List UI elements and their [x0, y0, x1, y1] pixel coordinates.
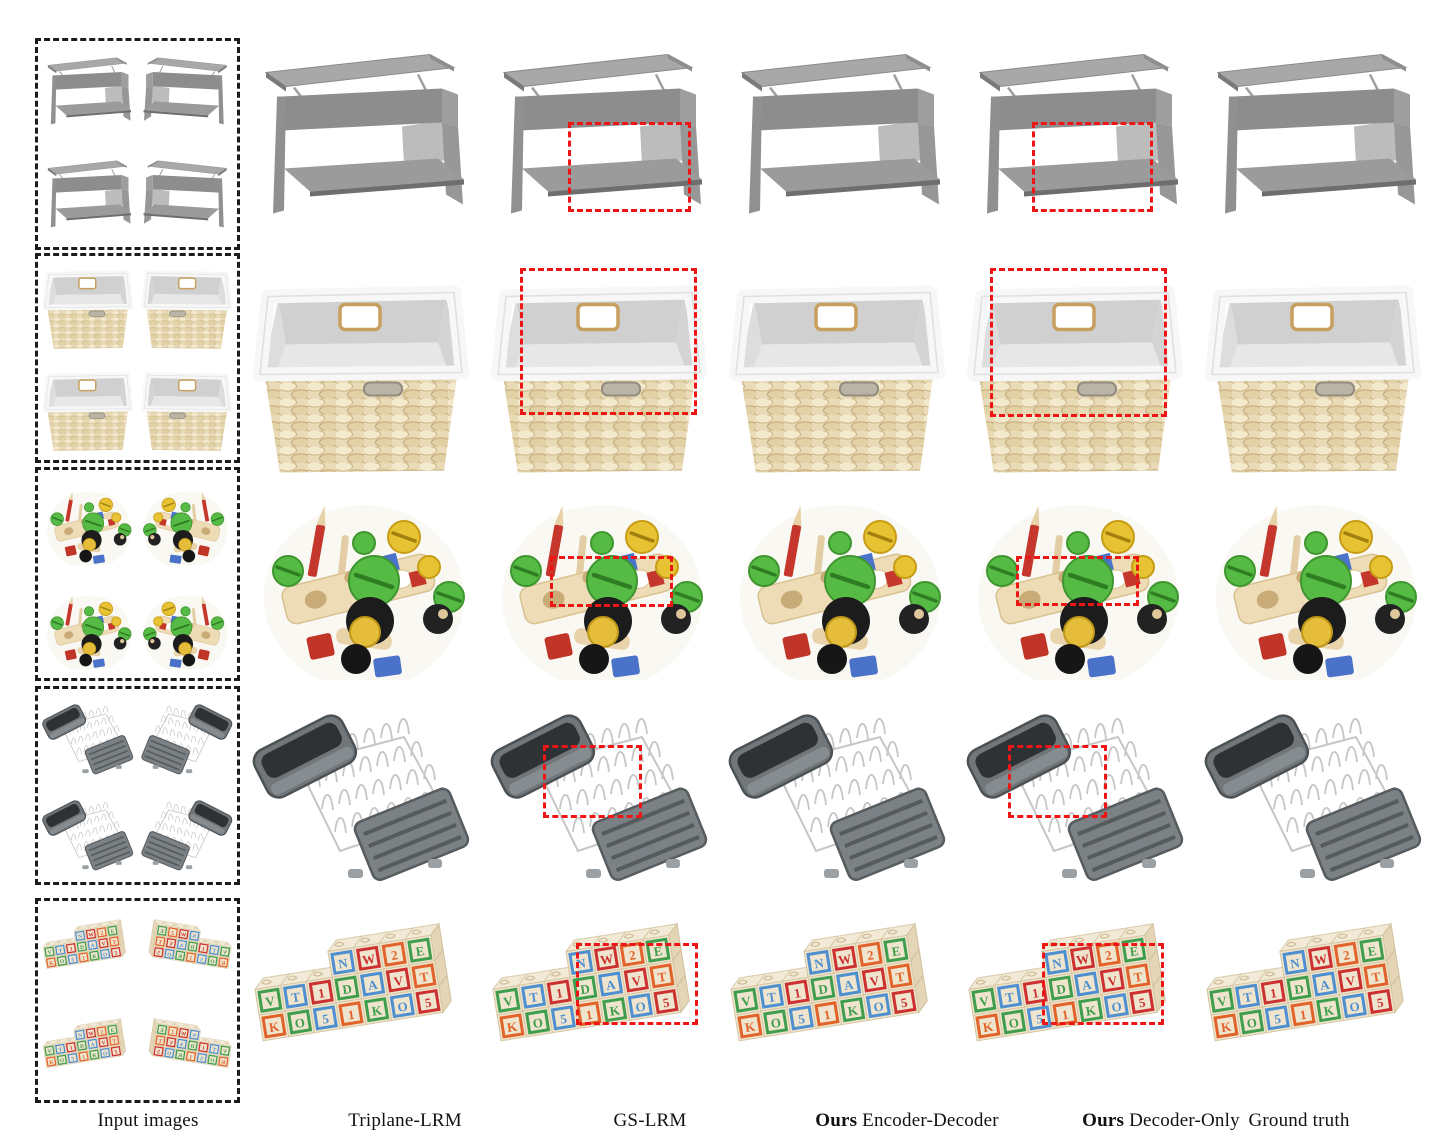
render-table-triplane-lrm — [252, 28, 470, 246]
highlight-box — [1042, 943, 1164, 1025]
render-rack-gs-lrm — [490, 688, 708, 898]
input-view — [138, 901, 238, 1001]
input-view — [38, 689, 138, 786]
input-view — [138, 358, 238, 460]
input-view — [38, 786, 138, 883]
input-views-box-blocks — [35, 898, 240, 1103]
highlight-box — [520, 268, 697, 415]
caption-text: Encoder-Decoder — [857, 1110, 999, 1131]
caption-text: Triplane-LRM — [348, 1110, 462, 1131]
input-views-box-rack — [35, 686, 240, 885]
highlight-box — [568, 122, 691, 212]
render-toy-ours-encoder-decoder — [728, 470, 946, 685]
caption-text: Input images — [97, 1110, 199, 1131]
input-view — [138, 256, 238, 358]
render-blocks-ours-encoder-decoder — [728, 898, 946, 1098]
render-basket-ours-encoder-decoder — [728, 253, 946, 493]
render-basket-ground-truth — [1204, 253, 1422, 493]
caption-triplane-lrm: Triplane-LRM — [348, 1110, 462, 1132]
input-view — [38, 358, 138, 460]
caption-bold: Ours — [1082, 1110, 1125, 1131]
caption-ground-truth: Ground truth — [1248, 1110, 1349, 1132]
render-basket-ours-decoder-only — [966, 253, 1184, 493]
input-view — [138, 41, 238, 144]
input-view — [138, 786, 238, 883]
caption-text: Decoder-Only — [1124, 1110, 1240, 1131]
highlight-box — [543, 745, 642, 818]
highlight-box — [550, 556, 673, 607]
caption-ours-decoder-only: Ours Decoder-Only — [1082, 1110, 1240, 1132]
caption-gs-lrm: GS-LRM — [614, 1110, 687, 1132]
render-table-gs-lrm — [490, 28, 708, 246]
input-view — [38, 901, 138, 1001]
highlight-box — [576, 943, 698, 1025]
caption-input-images: Input images — [97, 1110, 198, 1132]
input-view — [138, 470, 238, 574]
render-table-ours-encoder-decoder — [728, 28, 946, 246]
input-view — [38, 574, 138, 678]
render-blocks-gs-lrm — [490, 898, 708, 1098]
input-views-box-table — [35, 38, 240, 250]
input-view — [38, 144, 138, 247]
render-basket-triplane-lrm — [252, 253, 470, 493]
input-view — [38, 1001, 138, 1101]
input-view — [138, 574, 238, 678]
input-view — [38, 256, 138, 358]
highlight-box — [1016, 556, 1139, 606]
input-views-box-toy — [35, 467, 240, 681]
render-toy-gs-lrm — [490, 470, 708, 685]
highlight-box — [990, 268, 1167, 417]
render-table-ground-truth — [1204, 28, 1422, 246]
input-view — [138, 689, 238, 786]
render-blocks-triplane-lrm — [252, 898, 470, 1098]
caption-ours-encoder-decoder: Ours Encoder-Decoder — [815, 1110, 999, 1132]
render-toy-ours-decoder-only — [966, 470, 1184, 685]
render-rack-triplane-lrm — [252, 688, 470, 898]
render-blocks-ground-truth — [1204, 898, 1422, 1098]
render-toy-ground-truth — [1204, 470, 1422, 685]
input-view — [138, 144, 238, 247]
render-toy-triplane-lrm — [252, 470, 470, 685]
render-table-ours-decoder-only — [966, 28, 1184, 246]
input-view — [38, 41, 138, 144]
input-views-box-basket — [35, 253, 240, 463]
caption-text: Ground truth — [1248, 1110, 1350, 1131]
render-blocks-ours-decoder-only — [966, 898, 1184, 1098]
render-basket-gs-lrm — [490, 253, 708, 493]
highlight-box — [1032, 122, 1153, 212]
render-rack-ground-truth — [1204, 688, 1422, 898]
caption-bold: Ours — [815, 1110, 858, 1131]
highlight-box — [1008, 745, 1107, 818]
input-view — [138, 1001, 238, 1101]
caption-text: GS-LRM — [613, 1110, 687, 1131]
render-rack-ours-encoder-decoder — [728, 688, 946, 898]
input-view — [38, 470, 138, 574]
render-rack-ours-decoder-only — [966, 688, 1184, 898]
